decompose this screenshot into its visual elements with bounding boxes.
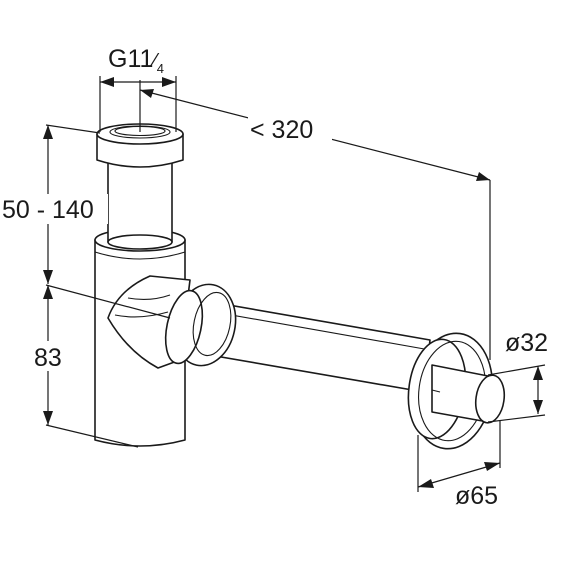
flange-diameter-label: ø65 (455, 482, 498, 510)
inlet-nut (96, 123, 184, 168)
thread-label: G11⁄4 (108, 45, 164, 76)
pipe-diameter-label: ø32 (505, 329, 548, 357)
height-range-label: 50 - 140 (2, 196, 94, 224)
pipe-diameter-dimension: ø32 (487, 329, 548, 423)
thread-dimension: G11⁄4 (99, 45, 177, 132)
length-dimension: < 320 (139, 80, 491, 360)
length-label: < 320 (250, 116, 313, 144)
lower-height-dimension: 83 (30, 284, 171, 448)
outlet-union-nut (164, 283, 237, 367)
lower-height-label: 83 (34, 344, 62, 372)
height-range-dimension: 50 - 140 (0, 124, 108, 284)
flange-diameter-dimension: ø65 (417, 420, 501, 510)
